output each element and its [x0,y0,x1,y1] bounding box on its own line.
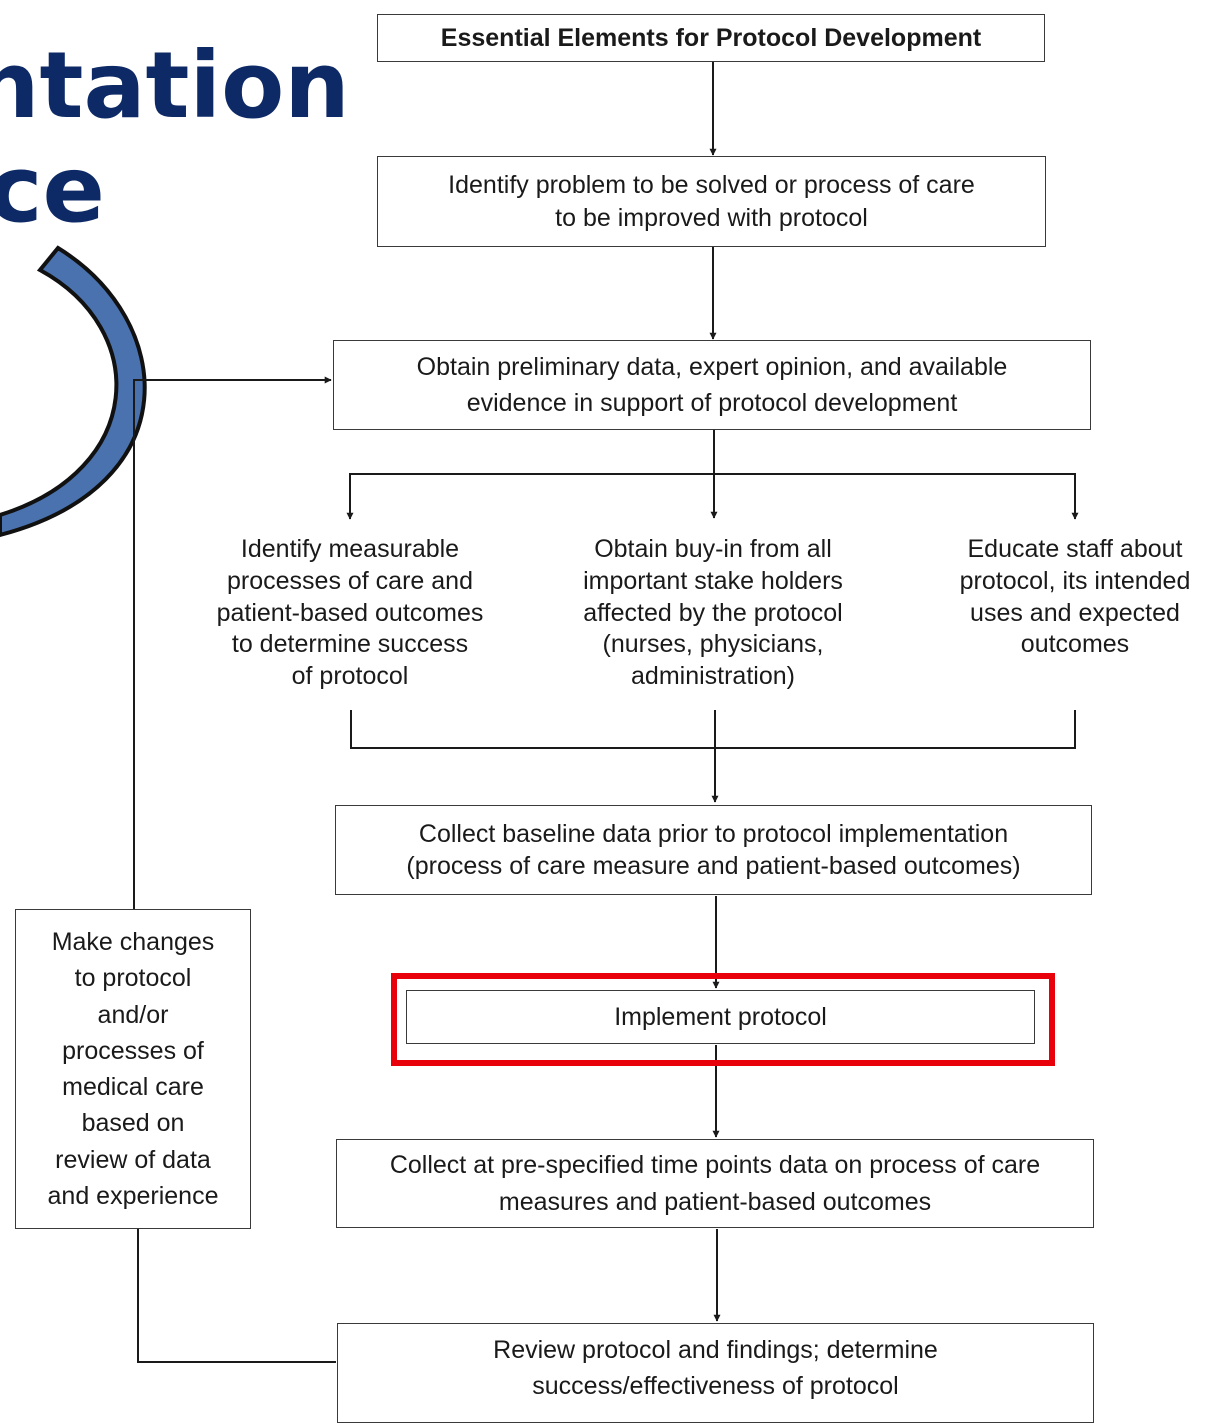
essential-elements-header-box: Essential Elements for Protocol Developm… [377,14,1045,62]
branch-stakeholder-buy-in-text: Obtain buy-in from all important stake h… [583,535,843,690]
obtain-preliminary-data-box: Obtain preliminary data, expert opinion,… [333,340,1091,430]
slide-title-fragment-2: ce [0,136,105,243]
branch-educate-staff-text: Educate staff about protocol, its intend… [959,535,1191,659]
collect-baseline-data-box: Collect baseline data prior to protocol … [335,805,1092,895]
identify-problem-box: Identify problem to be solved or process… [377,156,1046,247]
branch-distribution-bar [346,473,1079,520]
feedback-review-to-changes [137,1228,336,1363]
feedback-changes-to-obtain [133,376,332,910]
collect-timepoint-data-box: Collect at pre-specified time points dat… [336,1139,1094,1228]
implement-protocol-highlight [391,973,1055,1066]
connector-lines [133,62,1079,1363]
review-protocol-box: Review protocol and findings; determine … [337,1323,1094,1423]
decorative-arc-shape [0,245,147,538]
implement-protocol-box: Implement protocol [406,990,1035,1044]
make-changes-feedback-box: Make changes to protocol and/or processe… [15,909,251,1229]
branch-merge-bar [350,710,1076,749]
slide-title-fragment-1: ntation [0,32,350,139]
branch-measurable-outcomes-text: Identify measurable processes of care an… [216,535,484,690]
